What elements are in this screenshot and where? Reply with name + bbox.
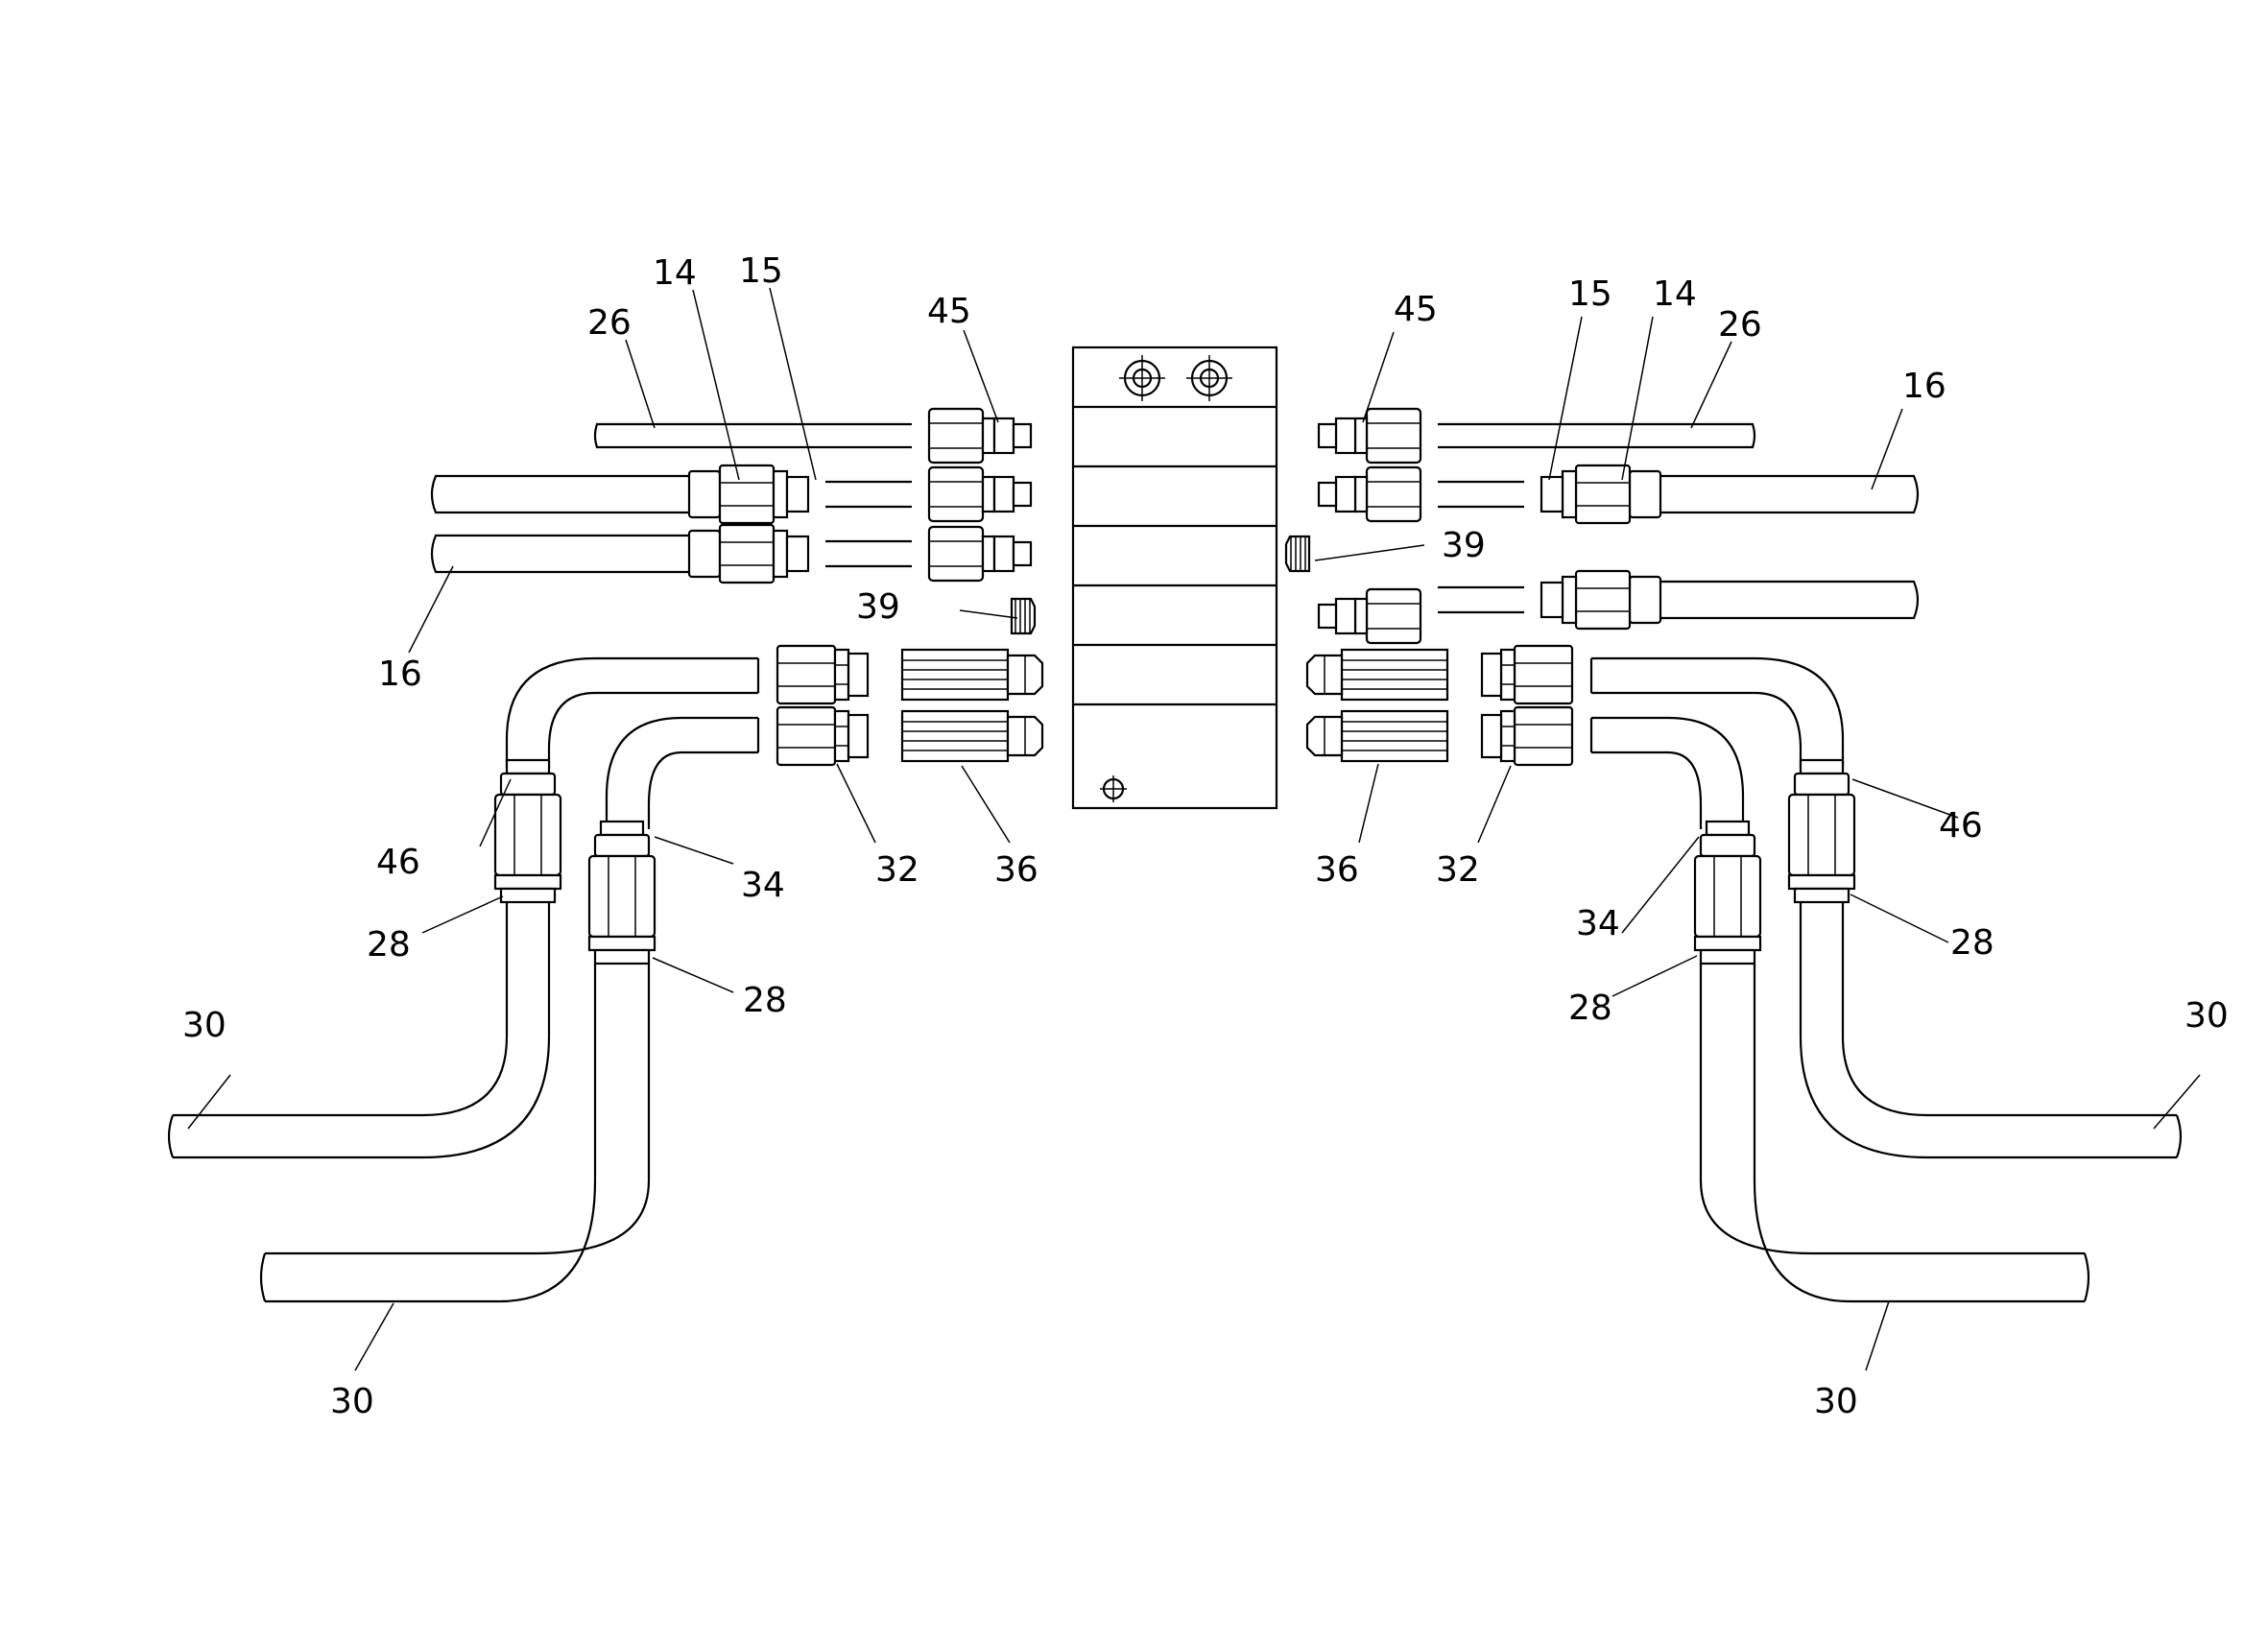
callout-30-right-outer: 30 [2184,996,2229,1036]
left-tube-16-row3 [430,534,912,574]
left-fitting-34-28 [587,820,657,965]
left-tube-16-row2 [430,474,912,514]
left-fitting-32-row5 [776,644,870,705]
leader-lines [187,287,2201,1371]
left-cap-39 [1010,597,1037,635]
mounting-hole-icon [1100,775,1127,802]
left-fitting-row3 [927,525,1033,583]
callout-28-right-inner: 28 [1568,989,1612,1028]
callout-34-left: 34 [741,866,785,905]
callout-26-left: 26 [587,303,632,343]
callout-16-right: 16 [1902,367,1946,406]
callout-16-left: 16 [378,655,422,694]
left-fitting-36-row5 [900,648,1044,702]
left-fitting-row2 [927,465,1033,523]
mounting-hole-icon [1186,355,1232,401]
left-fitting-36 [900,709,1044,763]
callout-39-left: 39 [856,587,900,627]
callout-34-right: 34 [1576,904,1620,943]
callout-15-right: 15 [1568,274,1612,314]
callout-45-right: 45 [1394,290,1438,329]
callout-28-right-outer: 28 [1950,923,1994,963]
mounting-hole-icon [1119,355,1165,401]
left-bent-tube-30-outer [167,656,760,1159]
callout-15-left: 15 [739,251,783,291]
callout-45-left: 45 [927,292,971,331]
callout-30-left-outer: 30 [182,1006,227,1045]
right-side-assembly [1284,407,2183,1303]
left-union-row3 [687,523,810,584]
callout-14-right: 14 [1653,274,1697,314]
callout-46-left: 46 [376,843,420,882]
callout-32-right: 32 [1436,850,1480,890]
callout-28-left-outer: 28 [367,925,411,965]
left-fitting-45 [927,407,1033,465]
left-bent-tube-30-inner [259,716,760,1303]
left-fitting-32 [776,705,870,767]
left-union-14-15 [687,464,810,525]
callout-32-left: 32 [875,850,919,890]
callout-14-left: 14 [653,253,697,293]
left-fitting-46-28 [493,758,562,904]
callout-26-right: 26 [1718,305,1762,345]
left-tube-26 [593,422,912,449]
callout-39-right: 39 [1442,526,1486,565]
callout-28-left-inner: 28 [743,981,787,1020]
callout-46-right: 46 [1939,806,1983,846]
callout-36-right: 36 [1315,850,1359,890]
callout-36-left: 36 [994,850,1039,890]
callout-30-left-inner: 30 [330,1382,374,1421]
callout-30-right-inner: 30 [1814,1382,1858,1421]
manifold-block [1071,345,1278,810]
